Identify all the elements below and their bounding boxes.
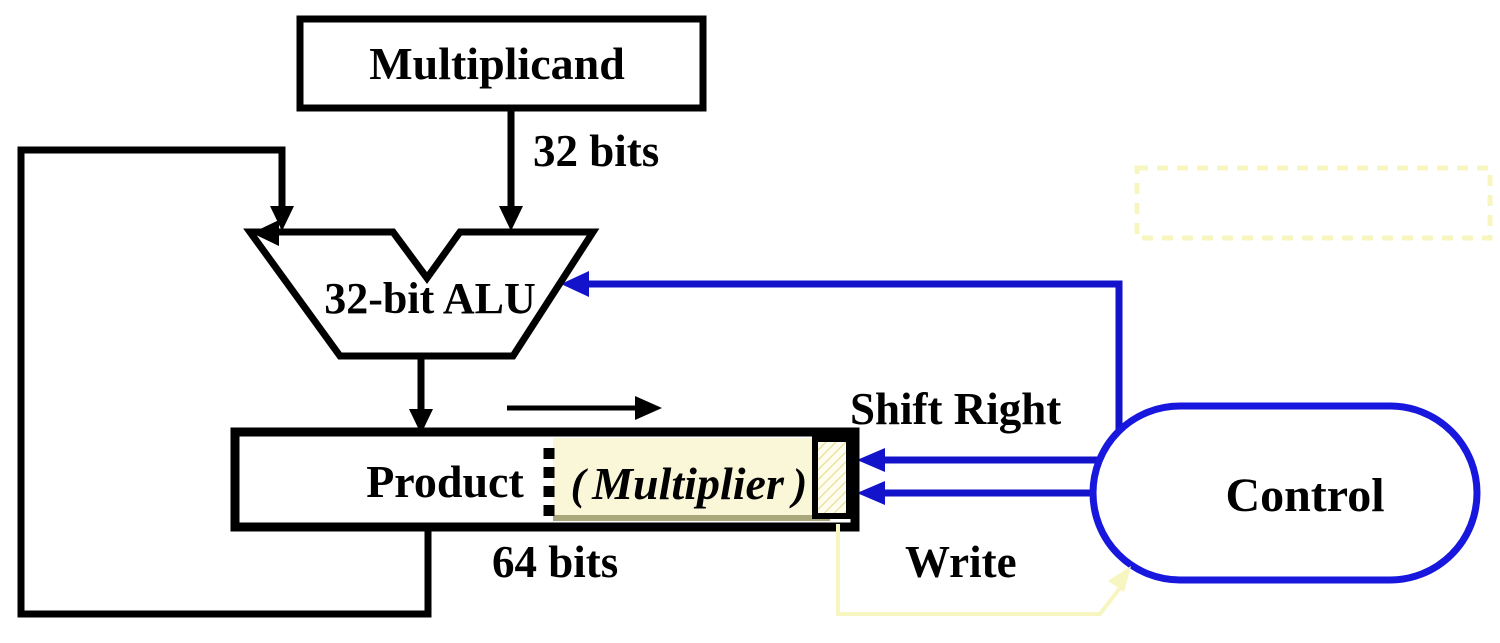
multiplicand-label: Multiplicand — [369, 38, 625, 89]
wire-write-arrowhead — [857, 481, 885, 505]
label-32-bits: 32 bits — [533, 126, 659, 176]
annotation-wire-lsb-to-control — [836, 524, 1122, 616]
label-64-bits: 64 bits — [492, 537, 618, 587]
alu-output-arrowhead — [409, 409, 433, 434]
alu-label: 32-bit ALU — [324, 274, 535, 323]
shift-direction-arrowhead — [635, 396, 662, 420]
multiplier-label: Multiplier — [591, 458, 785, 509]
label-write: Write — [905, 537, 1017, 587]
label-shift-right: Shift Right — [850, 384, 1061, 434]
multiplicand-arrowhead — [499, 206, 523, 231]
wire-shift-right-arrowhead — [857, 448, 885, 472]
alu-left-corner-arrowhead — [252, 220, 279, 246]
wire-control-to-alu-arrowhead — [561, 271, 589, 297]
feedback-loop-arrowhead — [270, 206, 294, 231]
control-shape — [1089, 402, 1481, 584]
multiplicand-box — [296, 15, 707, 112]
multiplier-lsb-cell — [812, 436, 852, 519]
yellow-dashed-placeholder-box — [1134, 165, 1493, 241]
multiplier-paren-close: ) — [789, 460, 808, 509]
wire-control-to-alu — [584, 280, 1123, 448]
annotation-wire-arrowhead — [1108, 566, 1131, 592]
multiplier-paren-open: ( — [571, 460, 589, 509]
multiplier-section — [553, 438, 830, 521]
multiplier-section-shadow — [553, 515, 830, 521]
product-label: Product — [366, 456, 524, 507]
wire-feedback-loop — [17, 146, 432, 618]
alu-shape — [243, 228, 600, 360]
control-label: Control — [1225, 469, 1384, 522]
